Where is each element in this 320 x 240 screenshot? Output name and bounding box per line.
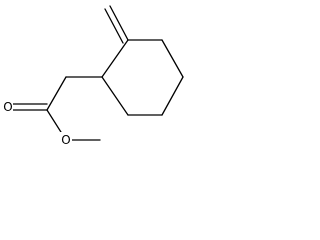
ring-bond-c4-c5 — [161, 76, 184, 116]
carbonyl-oxygen-atom: O — [2, 100, 13, 115]
ring-bond-c6-c1 — [101, 76, 129, 116]
methylene-double-bond-a — [109, 5, 129, 41]
ester-oxygen-label: O — [61, 133, 70, 147]
carbonyl-oxygen-label: O — [3, 100, 12, 114]
ester-oxygen-atom: O — [60, 132, 72, 147]
carbonyl-carbon-bond — [46, 76, 67, 111]
ring-bond-c3-c4 — [161, 39, 184, 78]
methylene-double-bond-b — [104, 8, 124, 44]
chemical-structure-diagram: O O — [2, 5, 184, 147]
ring-bond-c1-c2 — [101, 39, 129, 78]
